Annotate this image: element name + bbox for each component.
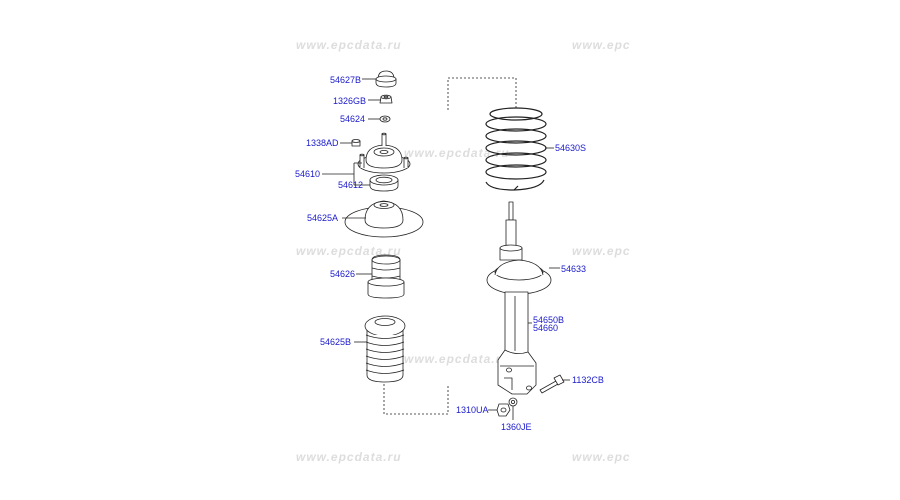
label-54625A[interactable]: 54625A <box>307 213 339 223</box>
label-54633[interactable]: 54633 <box>561 264 587 274</box>
label-54650B[interactable]: 54650B <box>533 315 565 325</box>
part-1132CB-bolt[interactable] <box>539 374 565 394</box>
part-1326GB-nut[interactable] <box>379 94 393 104</box>
part-54633-lower-seat[interactable] <box>486 244 552 295</box>
label-54612[interactable]: 54612 <box>338 180 364 190</box>
watermark: www.epcdata.ru <box>296 450 402 464</box>
label-1310UA[interactable]: 1310UA <box>456 405 489 415</box>
part-54625B-dust-cover[interactable] <box>364 315 406 383</box>
part-54650B-strut-body[interactable] <box>497 291 537 395</box>
dashed-guides <box>383 77 517 415</box>
watermark: www.epc <box>572 244 631 258</box>
label-1338AD[interactable]: 1338AD <box>306 138 339 148</box>
part-54610-mount[interactable] <box>357 132 411 174</box>
part-54625A-spring-seat[interactable] <box>344 200 424 238</box>
part-54627B-cap[interactable] <box>375 70 397 88</box>
part-1310UA-nut[interactable] <box>496 403 511 417</box>
leader-lines <box>322 78 570 420</box>
label-54610[interactable]: 54610 <box>295 169 321 179</box>
part-54624-washer[interactable] <box>379 115 391 123</box>
watermark: www.epc <box>572 450 631 464</box>
part-54630S-coil-spring[interactable] <box>485 107 547 191</box>
part-1338AD-nut[interactable] <box>351 139 361 147</box>
label-54660[interactable]: 54660 <box>533 323 559 333</box>
part-54612-bearing[interactable] <box>369 174 399 192</box>
part-54626-bumper[interactable] <box>367 254 405 299</box>
label-54630S[interactable]: 54630S <box>555 143 587 153</box>
part-strut-rod[interactable] <box>505 201 517 249</box>
watermark: www.epcdata.ru <box>404 352 510 366</box>
label-1360JE[interactable]: 1360JE <box>501 422 532 432</box>
label-54624[interactable]: 54624 <box>340 114 366 124</box>
label-54627B[interactable]: 54627B <box>330 75 362 85</box>
watermark: www.epcdata.ru <box>296 38 402 52</box>
label-54626[interactable]: 54626 <box>330 269 356 279</box>
label-54625B[interactable]: 54625B <box>320 337 352 347</box>
part-1360JE-washer[interactable] <box>508 397 518 407</box>
label-1132CB[interactable]: 1132CB <box>572 375 604 385</box>
watermark: www.epc <box>572 38 631 52</box>
watermark: www.epcdata.ru <box>404 146 510 160</box>
label-1326GB[interactable]: 1326GB <box>333 96 367 106</box>
watermark: www.epcdata.ru <box>296 244 402 258</box>
